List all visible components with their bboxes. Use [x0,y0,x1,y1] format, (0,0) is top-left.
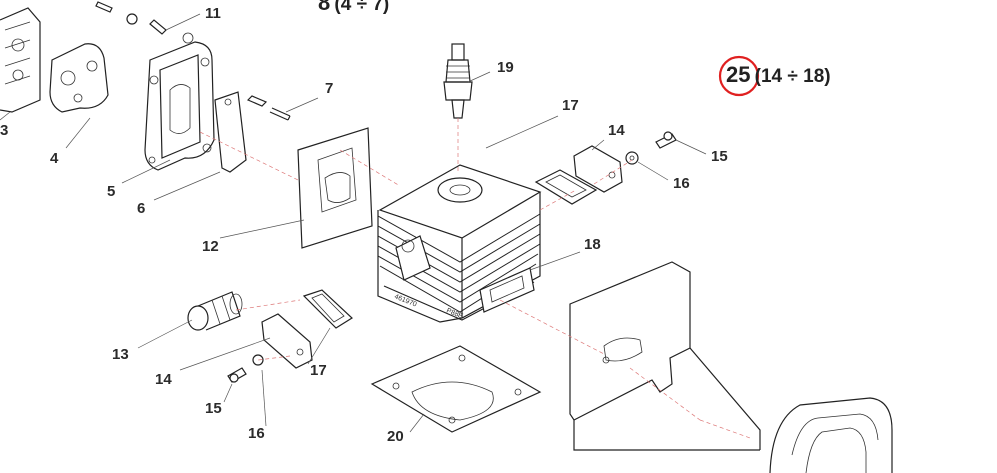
gasket-part-12 [297,127,373,249]
callout-14-upper[interactable]: 14 [608,122,625,139]
callout-3[interactable]: 3 [0,122,9,139]
group-range-25: (14 ÷ 18) [754,66,831,87]
gasket-part-17-lower [302,289,353,329]
group-label-8[interactable]: 8 (4 ÷ 7) [318,0,389,16]
cylinder-code-right: P88E [445,307,464,320]
callout-20[interactable]: 20 [387,428,404,445]
callout-4[interactable]: 4 [50,150,59,167]
washer-part-16-upper [625,151,639,165]
callout-14-lower[interactable]: 14 [155,371,172,388]
group-label-25[interactable]: 25 (14 ÷ 18) [726,62,831,88]
callout-17-upper[interactable]: 17 [562,97,579,114]
callout-5[interactable]: 5 [107,183,116,200]
spark-plug-part-19 [443,43,473,172]
callout-17-lower[interactable]: 17 [310,362,327,379]
cover-part-14-lower [261,313,313,369]
plate-part-6 [214,91,247,173]
highlight-circle [718,55,760,97]
leader-lines [0,13,707,433]
callout-18[interactable]: 18 [584,236,601,253]
washer-part-16-lower [252,354,264,366]
group-number-25: 25 [726,62,751,87]
gasket-part-17-upper [534,169,598,205]
bolt-part-7 [246,95,291,121]
group-number-8: 8 [318,0,331,15]
callout-15-upper[interactable]: 15 [711,148,728,165]
muffler-part [769,397,893,473]
group-range-8: (4 ÷ 7) [334,0,390,15]
callout-12[interactable]: 12 [202,238,219,255]
gasket-part-4 [49,43,109,113]
screw-part-15-lower [227,367,247,383]
callout-15-lower[interactable]: 15 [205,400,222,417]
callout-16-upper[interactable]: 16 [673,175,690,192]
insulator-block-part-5 [144,32,215,171]
callout-16-lower[interactable]: 16 [248,425,265,442]
callout-7[interactable]: 7 [325,80,334,97]
heat-shield-part-18 [569,261,761,451]
callout-11[interactable]: 11 [205,5,221,22]
carburetor-body-part [0,7,41,113]
base-gasket-part-20 [370,345,542,433]
alignment-lines [199,131,751,439]
cover-part-14-upper [573,145,623,193]
spacer-part-13 [187,291,243,331]
callout-19[interactable]: 19 [497,59,514,76]
callout-13[interactable]: 13 [112,346,129,363]
cylinder-part [377,164,542,323]
callout-6[interactable]: 6 [137,200,146,217]
screw-part-15-upper [655,131,677,149]
bolt-part-11 [95,1,167,35]
